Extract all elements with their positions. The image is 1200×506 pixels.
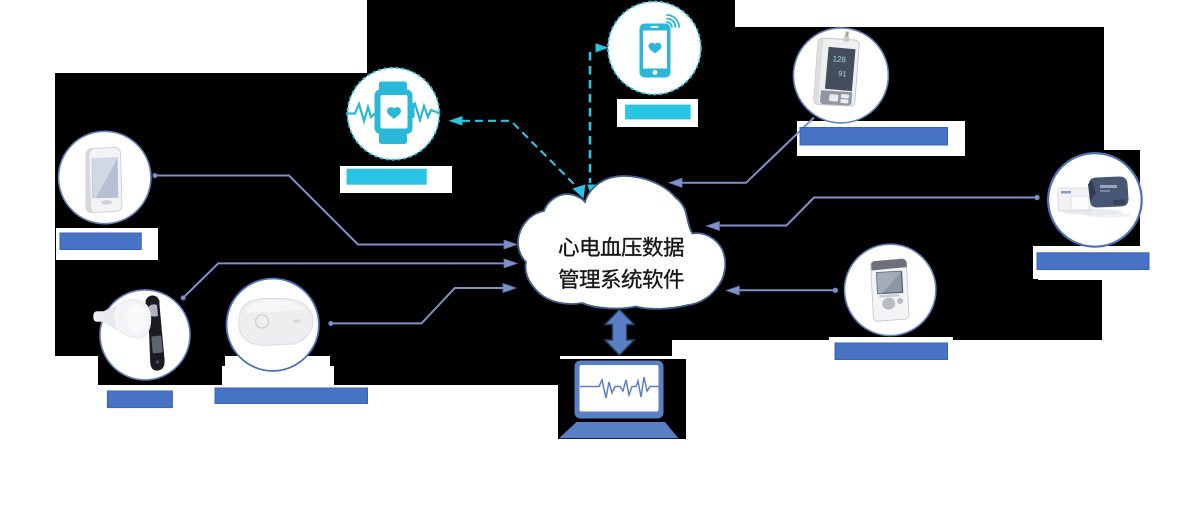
svg-text:91: 91 — [838, 69, 847, 79]
svg-text:128: 128 — [832, 54, 847, 64]
